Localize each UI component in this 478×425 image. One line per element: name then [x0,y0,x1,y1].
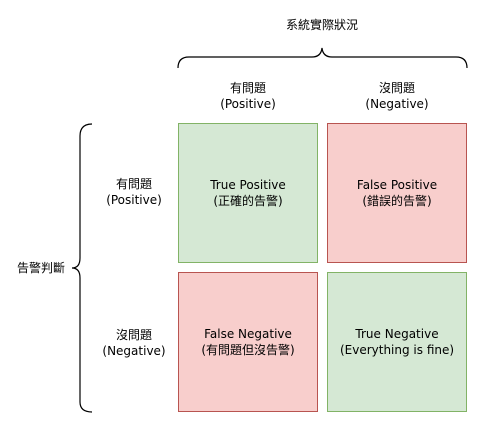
actual-title: 系統實際狀況 [285,18,358,32]
column-header-positive: 有問題 (Positive) [178,80,318,112]
cell-true-positive-line1: True Positive [210,178,286,192]
column-header-negative: 沒問題 (Negative) [327,80,467,112]
column-header-positive-line1: 有問題 [229,81,266,95]
row-header-negative: 沒問題 (Negative) [90,327,178,359]
cell-false-positive-line2: (錯誤的告警) [362,194,432,208]
cell-true-positive: True Positive (正確的告警) [178,123,318,263]
column-header-negative-line1: 沒問題 [378,81,415,95]
cell-true-positive-line2: (正確的告警) [213,194,283,208]
cell-false-negative: False Negative (有問題但沒告警) [178,272,318,412]
row-header-negative-line2: (Negative) [102,344,166,358]
cell-true-negative-line2: (Everything is fine) [339,343,455,357]
column-header-negative-line2: (Negative) [365,97,429,111]
left-brace [71,123,93,413]
row-header-negative-line1: 沒問題 [115,328,152,342]
cell-false-positive-line1: False Positive [356,178,438,192]
cell-true-negative-line1: True Negative [355,327,439,341]
cell-true-negative: True Negative (Everything is fine) [327,272,467,412]
row-header-positive-line2: (Positive) [106,193,162,207]
column-header-positive-line2: (Positive) [220,97,276,111]
cell-false-negative-line2: (有問題但沒告警) [201,343,295,357]
row-header-positive-line1: 有問題 [115,177,152,191]
cell-false-positive: False Positive (錯誤的告警) [327,123,467,263]
predicted-title: 告警判斷 [16,261,65,275]
row-header-positive: 有問題 (Positive) [90,176,178,208]
top-brace [177,47,468,69]
cell-false-negative-line1: False Negative [204,327,292,341]
